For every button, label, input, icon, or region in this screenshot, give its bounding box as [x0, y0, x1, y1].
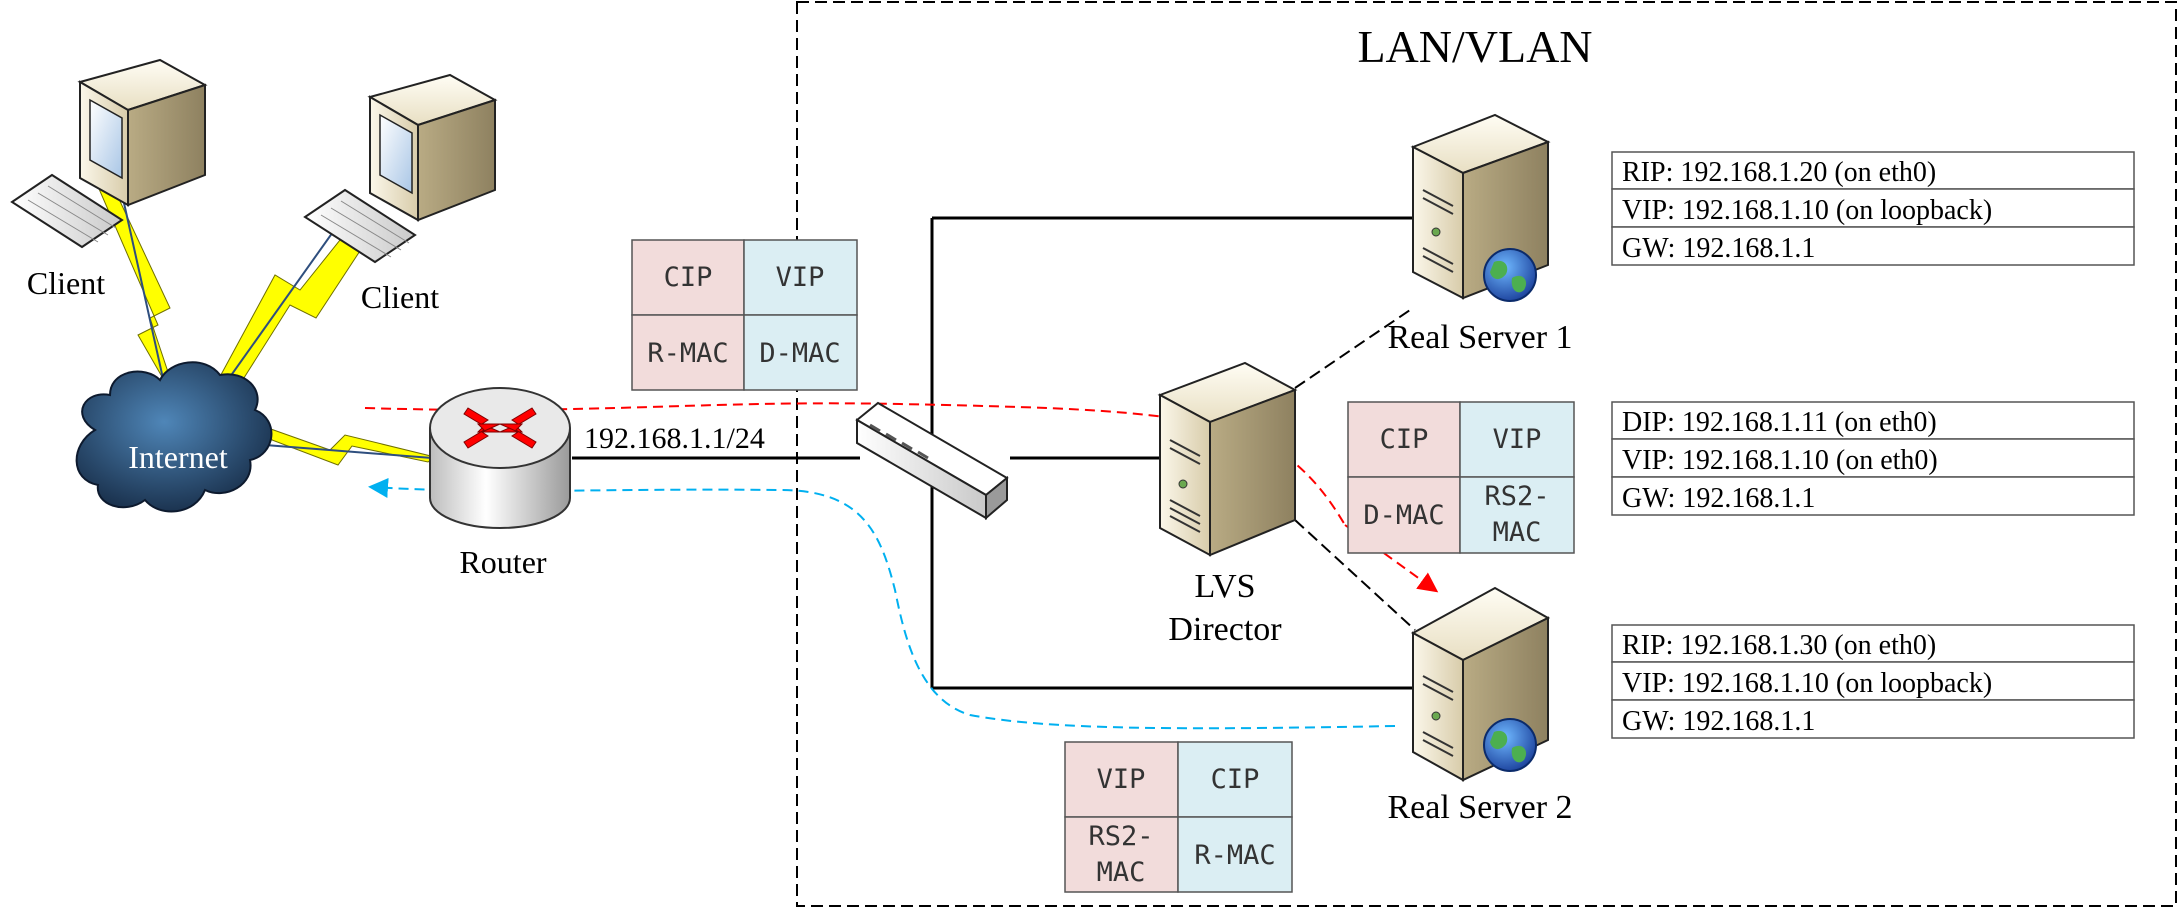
config-director-line: VIP: 192.168.1.10 (on eth0) [1622, 445, 1938, 476]
packet-table-rs2-to-router [1064, 741, 1293, 893]
packet-table-director-to-rs2 [1347, 401, 1575, 554]
client-computer-icon [10, 58, 208, 249]
lightning-links [92, 164, 437, 466]
config-director-line: GW: 192.168.1.1 [1622, 483, 1815, 514]
real-server-1-label: Real Server 1 [1387, 319, 1572, 356]
packet-table-router-to-director [631, 239, 858, 391]
config-rs2-line: VIP: 192.168.1.10 (on loopback) [1622, 668, 1992, 699]
real-server-2-label: Real Server 2 [1387, 789, 1572, 826]
packet-src-mac-line1: RS2- [1088, 821, 1153, 852]
packet-src-mac-line2: MAC [1097, 857, 1146, 888]
router-icon [429, 387, 571, 529]
switch-icon [855, 401, 1009, 521]
packet-dst-ip: VIP [776, 262, 825, 293]
globe-icon [1483, 718, 1537, 772]
packet-dst-ip: VIP [1493, 424, 1542, 455]
config-box-director [1611, 401, 2135, 516]
packet-dst-ip: CIP [1211, 764, 1260, 795]
packet-src-ip: CIP [664, 262, 713, 293]
client-cables [119, 184, 433, 459]
internet-label: Internet [128, 439, 228, 475]
packet-src-ip: CIP [1380, 424, 1429, 455]
director-label-line1: LVS [1194, 568, 1255, 605]
packet-src-mac: D-MAC [1363, 500, 1444, 531]
director-server-icon [1157, 361, 1298, 557]
packet-dst-mac-line2: MAC [1493, 517, 1542, 548]
client-right-label: Client [361, 279, 439, 315]
globe-icon [1483, 248, 1537, 302]
config-rs1-line: VIP: 192.168.1.10 (on loopback) [1622, 195, 1992, 226]
packet-dst-mac: R-MAC [1194, 840, 1275, 871]
router-ip-label: 192.168.1.1/24 [584, 422, 765, 455]
config-director-line: DIP: 192.168.1.11 (on eth0) [1622, 407, 1937, 438]
packet-src-mac: R-MAC [647, 338, 728, 369]
response-path [368, 478, 1396, 730]
director-server-links [1294, 309, 1416, 631]
config-box-rs1 [1611, 151, 2135, 266]
router-label: Router [459, 544, 546, 580]
client-left-label: Client [27, 265, 105, 301]
config-box-rs2 [1611, 624, 2135, 739]
config-rs2-line: GW: 192.168.1.1 [1622, 706, 1815, 737]
lan-zone-label: LAN/VLAN [1357, 21, 1592, 72]
client-computer-icon [303, 73, 498, 264]
lan-zone-border [796, 1, 2177, 907]
packet-dst-mac: D-MAC [759, 338, 840, 369]
internet-cloud-icon [75, 361, 273, 513]
config-rs1-line: RIP: 192.168.1.20 (on eth0) [1622, 157, 1936, 188]
director-label-line2: Director [1168, 611, 1282, 648]
config-rs2-line: RIP: 192.168.1.30 (on eth0) [1622, 630, 1936, 661]
packet-dst-mac-line1: RS2- [1484, 481, 1549, 512]
config-rs1-line: GW: 192.168.1.1 [1622, 233, 1815, 264]
packet-src-ip: VIP [1097, 764, 1146, 795]
real-server-1-icon [1410, 113, 1551, 300]
